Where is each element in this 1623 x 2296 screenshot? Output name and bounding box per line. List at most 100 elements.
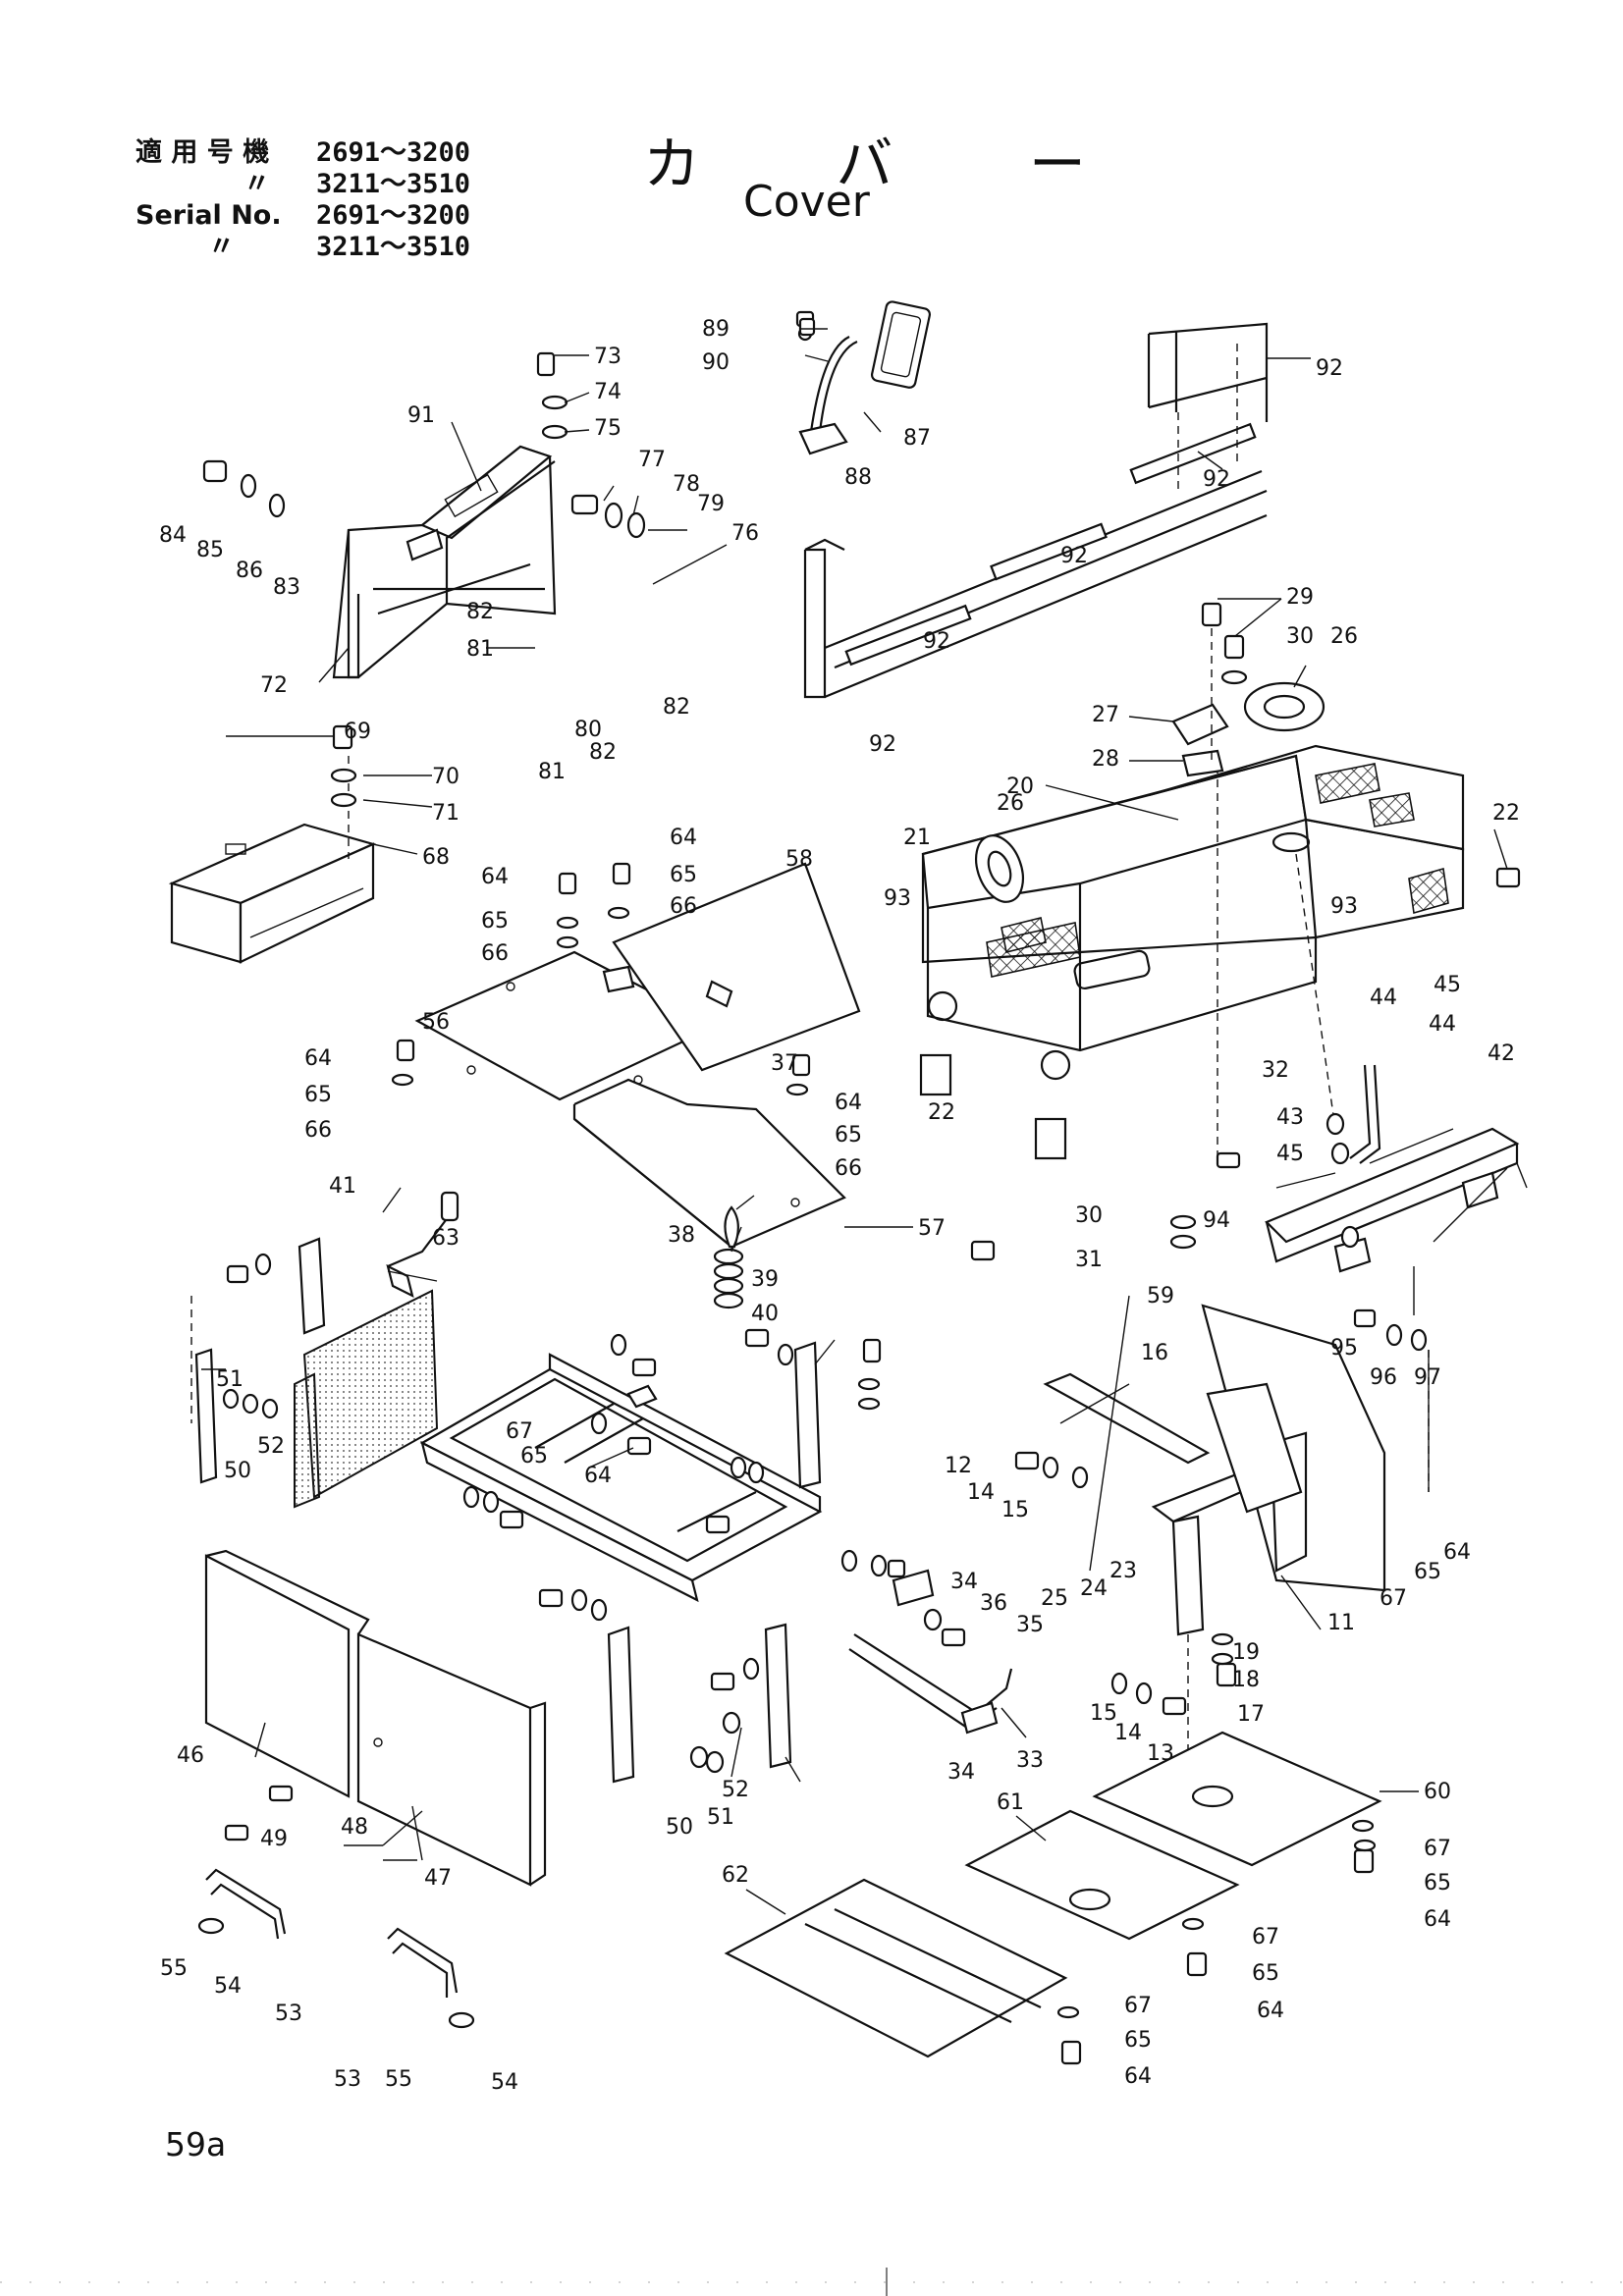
callout-label: 44: [1370, 986, 1397, 1010]
filter-cap-26: [975, 602, 1325, 903]
callout-labels: 73 74 75 91 84 85 86 83 72 77 78 79 76 8…: [159, 317, 1520, 2095]
callout-label: 13: [1147, 1741, 1174, 1766]
callout-label: 47: [424, 1866, 452, 1891]
callout-label: 62: [722, 1863, 749, 1888]
callout-label: 82: [589, 740, 617, 765]
callout-label: 48: [341, 1815, 368, 1840]
callout-label: 92: [923, 629, 950, 654]
bolt-hardware: [202, 317, 1521, 2065]
callout-label: 19: [1232, 1640, 1260, 1665]
callout-label: 16: [1141, 1341, 1168, 1365]
callout-label: 64: [584, 1464, 612, 1488]
callout-label: 20: [1006, 774, 1034, 799]
callout-label: 29: [1286, 585, 1314, 610]
callout-label: 27: [1092, 703, 1119, 727]
callout-label: 91: [407, 403, 435, 428]
callout-label: 70: [432, 765, 460, 789]
serial-row: 〃3211～3510: [208, 232, 471, 262]
serial-row: 〃3211～3510: [243, 169, 471, 199]
callout-label: 86: [236, 559, 263, 583]
callout-label: 80: [574, 718, 602, 742]
callout-label: 30: [1075, 1203, 1103, 1228]
hood-cover-72: [332, 445, 557, 679]
floor-plate-56: [414, 862, 861, 1101]
callout-label: 67: [506, 1419, 533, 1444]
callout-label: 31: [1075, 1248, 1103, 1272]
callout-label: 14: [1114, 1721, 1142, 1745]
callout-label: 65: [481, 909, 509, 934]
callout-label: 18: [1232, 1668, 1260, 1692]
callout-label: 45: [1434, 973, 1461, 997]
callout-label: 72: [260, 673, 288, 698]
callout-label: 22: [1492, 801, 1520, 826]
callout-label: 85: [196, 538, 224, 562]
side-panel-63: [294, 1289, 439, 1509]
callout-label: 15: [1001, 1498, 1029, 1522]
callout-label: 92: [1203, 467, 1230, 492]
callout-label: 57: [918, 1216, 946, 1241]
callout-label: 30: [1286, 624, 1314, 649]
callout-label: 84: [159, 523, 187, 548]
callout-label: 65: [520, 1444, 548, 1468]
callout-label: 25: [1041, 1586, 1068, 1611]
callout-label: 64: [1124, 2064, 1152, 2089]
callout-label: 55: [385, 2067, 412, 2092]
callout-label: 93: [884, 886, 911, 911]
bottom-plates-60-62: [724, 1731, 1382, 2058]
callout-label: 68: [422, 845, 450, 870]
key-lock: [713, 1205, 744, 1309]
brackets: [190, 1237, 822, 1784]
callout-label: 36: [980, 1591, 1007, 1616]
frame-rails-92: [803, 322, 1269, 699]
callout-label: 26: [1330, 624, 1358, 649]
rod-42: [1349, 1064, 1381, 1164]
callout-label: 67: [1424, 1837, 1451, 1861]
callout-label: 52: [257, 1434, 285, 1459]
callout-label: 96: [1370, 1365, 1397, 1390]
callout-label: 32: [1262, 1058, 1289, 1083]
callout-label: 50: [666, 1815, 693, 1840]
callout-label: 14: [967, 1480, 995, 1505]
callout-label: 65: [1414, 1560, 1441, 1584]
callout-label: 15: [1090, 1701, 1117, 1726]
handle-53: [197, 1868, 475, 2029]
door-panel-46-47: [204, 1549, 547, 1887]
callout-label: 41: [329, 1174, 356, 1199]
bracket-94: [1265, 1127, 1520, 1273]
battery-box-68: [168, 756, 377, 964]
callout-label: 61: [997, 1790, 1024, 1815]
callout-label: 82: [663, 695, 690, 720]
callout-label: 78: [673, 472, 700, 497]
callout-label: 66: [304, 1118, 332, 1143]
callout-label: 65: [670, 863, 697, 887]
callout-label: 79: [697, 492, 725, 516]
callout-label: 76: [731, 521, 759, 546]
callout-label: 46: [177, 1743, 204, 1768]
callout-label: 28: [1092, 747, 1119, 772]
callout-label: 66: [835, 1156, 862, 1181]
leader-lines: [201, 328, 1528, 1915]
callout-label: 92: [869, 732, 896, 757]
callout-label: 81: [538, 760, 566, 784]
callout-label: 65: [304, 1083, 332, 1107]
callout-label: 58: [785, 847, 813, 872]
callout-label: 42: [1488, 1041, 1515, 1066]
callout-label: 44: [1429, 1012, 1456, 1037]
callout-label: 69: [344, 720, 371, 744]
title-japanese: カ バ ー: [643, 131, 1145, 197]
callout-label: 37: [771, 1051, 798, 1076]
callout-label: 49: [260, 1827, 288, 1851]
serial-row: Serial No.2691～3200: [135, 200, 471, 231]
plate-57: [572, 1078, 846, 1249]
callout-label: 26: [997, 791, 1024, 816]
chain-41: [386, 1191, 460, 1299]
callout-label: 33: [1016, 1748, 1044, 1773]
callout-label: 89: [702, 317, 730, 342]
callout-label: 77: [638, 448, 666, 472]
callout-label: 34: [950, 1570, 978, 1594]
callout-label: 12: [945, 1454, 972, 1478]
callout-label: 65: [835, 1123, 862, 1148]
callout-label: 92: [1316, 356, 1343, 381]
